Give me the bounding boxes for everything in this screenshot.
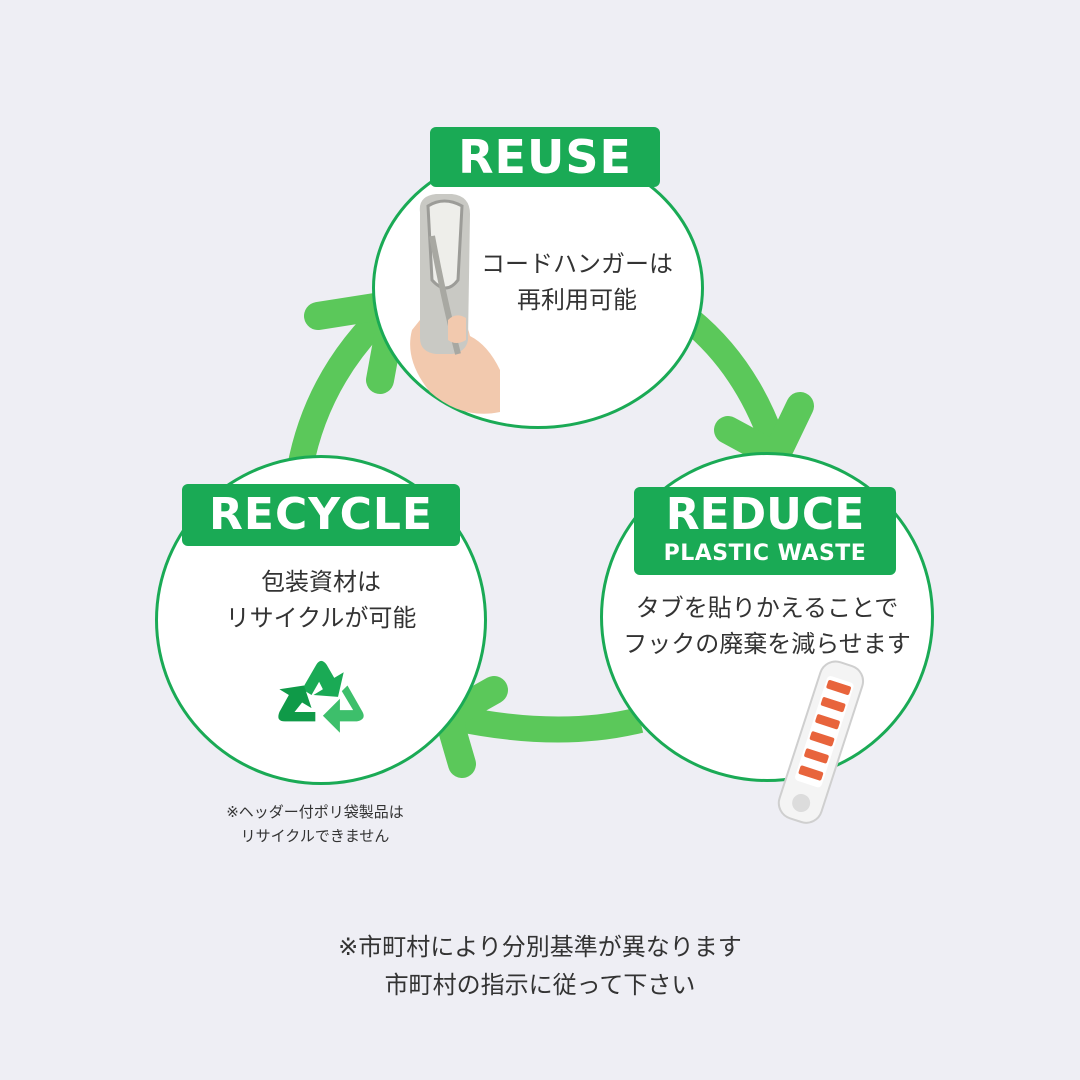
recycle-label: RECYCLE: [182, 484, 460, 546]
reduce-description: タブを貼りかえることで フックの廃棄を減らせます: [600, 590, 934, 662]
adhesive-strip-image: [777, 660, 865, 824]
recycle-description: 包装資材は リサイクルが可能: [155, 564, 487, 636]
reuse-description: コードハンガーは 再利用可能: [462, 246, 692, 318]
reduce-line-2: フックの廃棄を減らせます: [623, 630, 911, 658]
header-note-line-1: ※ヘッダー付ポリ袋製品は: [226, 803, 404, 821]
hand-holding-hanger-image: [410, 194, 500, 414]
reduce-line-1: タブを貼りかえることで: [635, 594, 899, 622]
arrow-reuse-to-reduce: [681, 309, 785, 445]
reduce-label: REDUCE PLASTIC WASTE: [634, 487, 896, 575]
footer-note: ※市町村により分別基準が異なります 市町村の指示に従って下さい: [0, 928, 1080, 1004]
recycle-icon: [278, 660, 364, 733]
reuse-line-1: コードハンガーは: [481, 250, 673, 278]
reduce-subtitle: PLASTIC WASTE: [663, 541, 867, 566]
recycle-line-1: 包装資材は: [261, 568, 381, 596]
header-bag-note: ※ヘッダー付ポリ袋製品は リサイクルできません: [150, 800, 480, 848]
reuse-label: REUSE: [430, 127, 660, 187]
reuse-line-2: 再利用可能: [517, 286, 637, 314]
arrow-reduce-to-recycle: [452, 705, 644, 743]
footer-note-line-2: 市町村の指示に従って下さい: [384, 971, 696, 999]
recycle-line-2: リサイクルが可能: [225, 604, 417, 632]
footer-note-line-1: ※市町村により分別基準が異なります: [338, 933, 742, 961]
header-note-line-2: リサイクルできません: [240, 827, 390, 845]
reduce-title: REDUCE: [665, 489, 865, 540]
